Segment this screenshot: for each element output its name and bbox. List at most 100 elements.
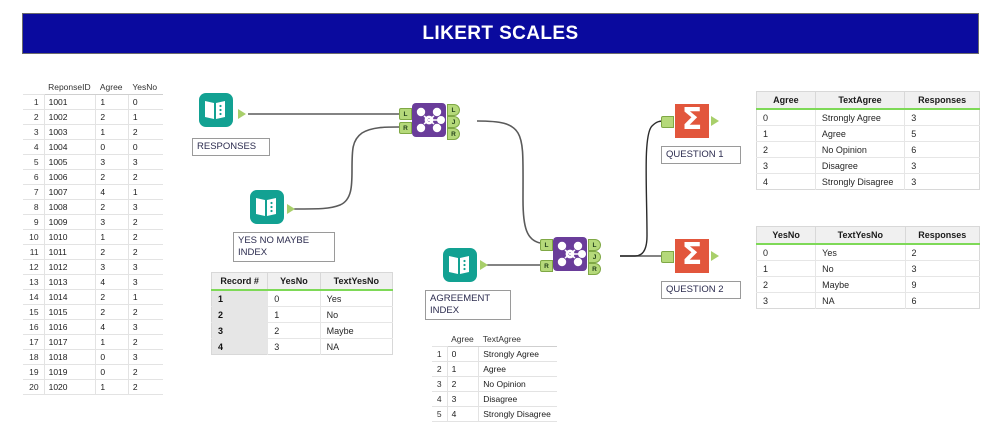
table-cell: 4: [23, 139, 45, 155]
table-cell: 1: [756, 125, 816, 142]
table-cell: 6: [911, 295, 917, 306]
table-cell: Agree: [478, 361, 557, 377]
join1-output-left-port[interactable]: L: [447, 104, 460, 116]
column-header: TextYesNo: [815, 226, 906, 245]
node-yes-no-maybe-index[interactable]: [250, 190, 284, 224]
table-cell: 16: [23, 319, 45, 335]
node-question-1[interactable]: Σ: [675, 104, 709, 138]
table-cell: 3: [95, 154, 129, 170]
node-label-question-2: QUESTION 2: [661, 281, 741, 299]
table-cell: 2: [127, 124, 163, 140]
book-input-icon: [443, 248, 477, 282]
table-cell: 9: [905, 276, 980, 293]
node-join-1[interactable]: [412, 103, 446, 137]
table-cell: 0: [127, 139, 163, 155]
column-header: Agree: [447, 332, 479, 347]
join1-input-left-port[interactable]: L: [399, 108, 412, 120]
table-cell: 1005: [43, 154, 96, 170]
table-cell: 4: [211, 338, 269, 355]
agreement-index-output-port[interactable]: [480, 260, 488, 270]
table-cell: 3: [127, 259, 163, 275]
table-cell: 3: [127, 154, 163, 170]
table-cell: 1: [127, 184, 163, 200]
table-cell: 3: [446, 391, 479, 407]
join2-output-join-port[interactable]: J: [588, 251, 601, 263]
table-cell: 3: [905, 260, 980, 277]
table-cell: 11: [23, 244, 45, 260]
table-cell: 1010: [43, 229, 96, 245]
table-cell: 3: [432, 376, 448, 392]
table-cell: Disagree: [478, 391, 557, 407]
table-cell: 20: [23, 379, 45, 395]
table-cell: 0: [95, 349, 129, 365]
node-join-2[interactable]: [553, 237, 587, 271]
join2-output-right-port[interactable]: R: [588, 263, 601, 275]
join1-output-join-port[interactable]: J: [447, 116, 460, 128]
table-cell: 6: [23, 169, 45, 185]
table-cell: 2: [432, 361, 448, 377]
table-cell: 2: [127, 244, 163, 260]
table-cell: 2: [127, 169, 163, 185]
question1-input-port[interactable]: [661, 116, 674, 128]
table-cell: 1016: [43, 319, 96, 335]
responses-output-port[interactable]: [238, 109, 246, 119]
node-agreement-index[interactable]: [443, 248, 477, 282]
page-title: LIKERT SCALES: [422, 22, 579, 44]
question2-output-port[interactable]: [711, 251, 719, 261]
join1-input-right-port[interactable]: R: [399, 122, 412, 134]
table-cell: 1014: [43, 289, 96, 305]
table-cell: 1006: [43, 169, 96, 185]
table-cell: 3: [95, 259, 129, 275]
table-cell: 3: [911, 176, 917, 187]
column-header: [23, 80, 45, 95]
join2-input-right-port[interactable]: R: [540, 260, 553, 272]
table-cell: Disagree: [815, 157, 906, 174]
node-label-responses: RESPONSES: [192, 138, 270, 156]
yes-no-maybe-output-port[interactable]: [287, 204, 295, 214]
node-responses[interactable]: [199, 93, 233, 127]
node-question-2[interactable]: Σ: [675, 239, 709, 273]
join-tool-icon: [553, 237, 587, 271]
table-cell: 1: [23, 94, 45, 110]
table-cell: 2: [95, 169, 129, 185]
table-cell: 3: [756, 157, 816, 174]
table-cell: 3: [95, 214, 129, 230]
join2-output-left-port[interactable]: L: [588, 239, 601, 251]
table-cell: 1: [127, 289, 163, 305]
question1-output-port[interactable]: [711, 116, 719, 126]
column-header: Agree: [95, 80, 129, 95]
table-cell: 2: [95, 199, 129, 215]
table-cell: 1013: [43, 274, 96, 290]
table-cell: 2: [127, 379, 163, 395]
table-cell: 0: [756, 109, 816, 126]
join1-output-right-port[interactable]: R: [447, 128, 460, 140]
table-cell: No Opinion: [478, 376, 557, 392]
join-glyph: [557, 241, 586, 267]
question2-input-port[interactable]: [661, 251, 674, 263]
join2-input-left-port[interactable]: L: [540, 239, 553, 251]
table-cell: 3: [127, 349, 163, 365]
table-cell: 1: [432, 346, 448, 362]
table-cell: 13: [23, 274, 45, 290]
table-cell: Strongly Agree: [815, 109, 906, 126]
table-cell: NA: [815, 292, 906, 309]
table-cell: 2: [127, 334, 163, 350]
